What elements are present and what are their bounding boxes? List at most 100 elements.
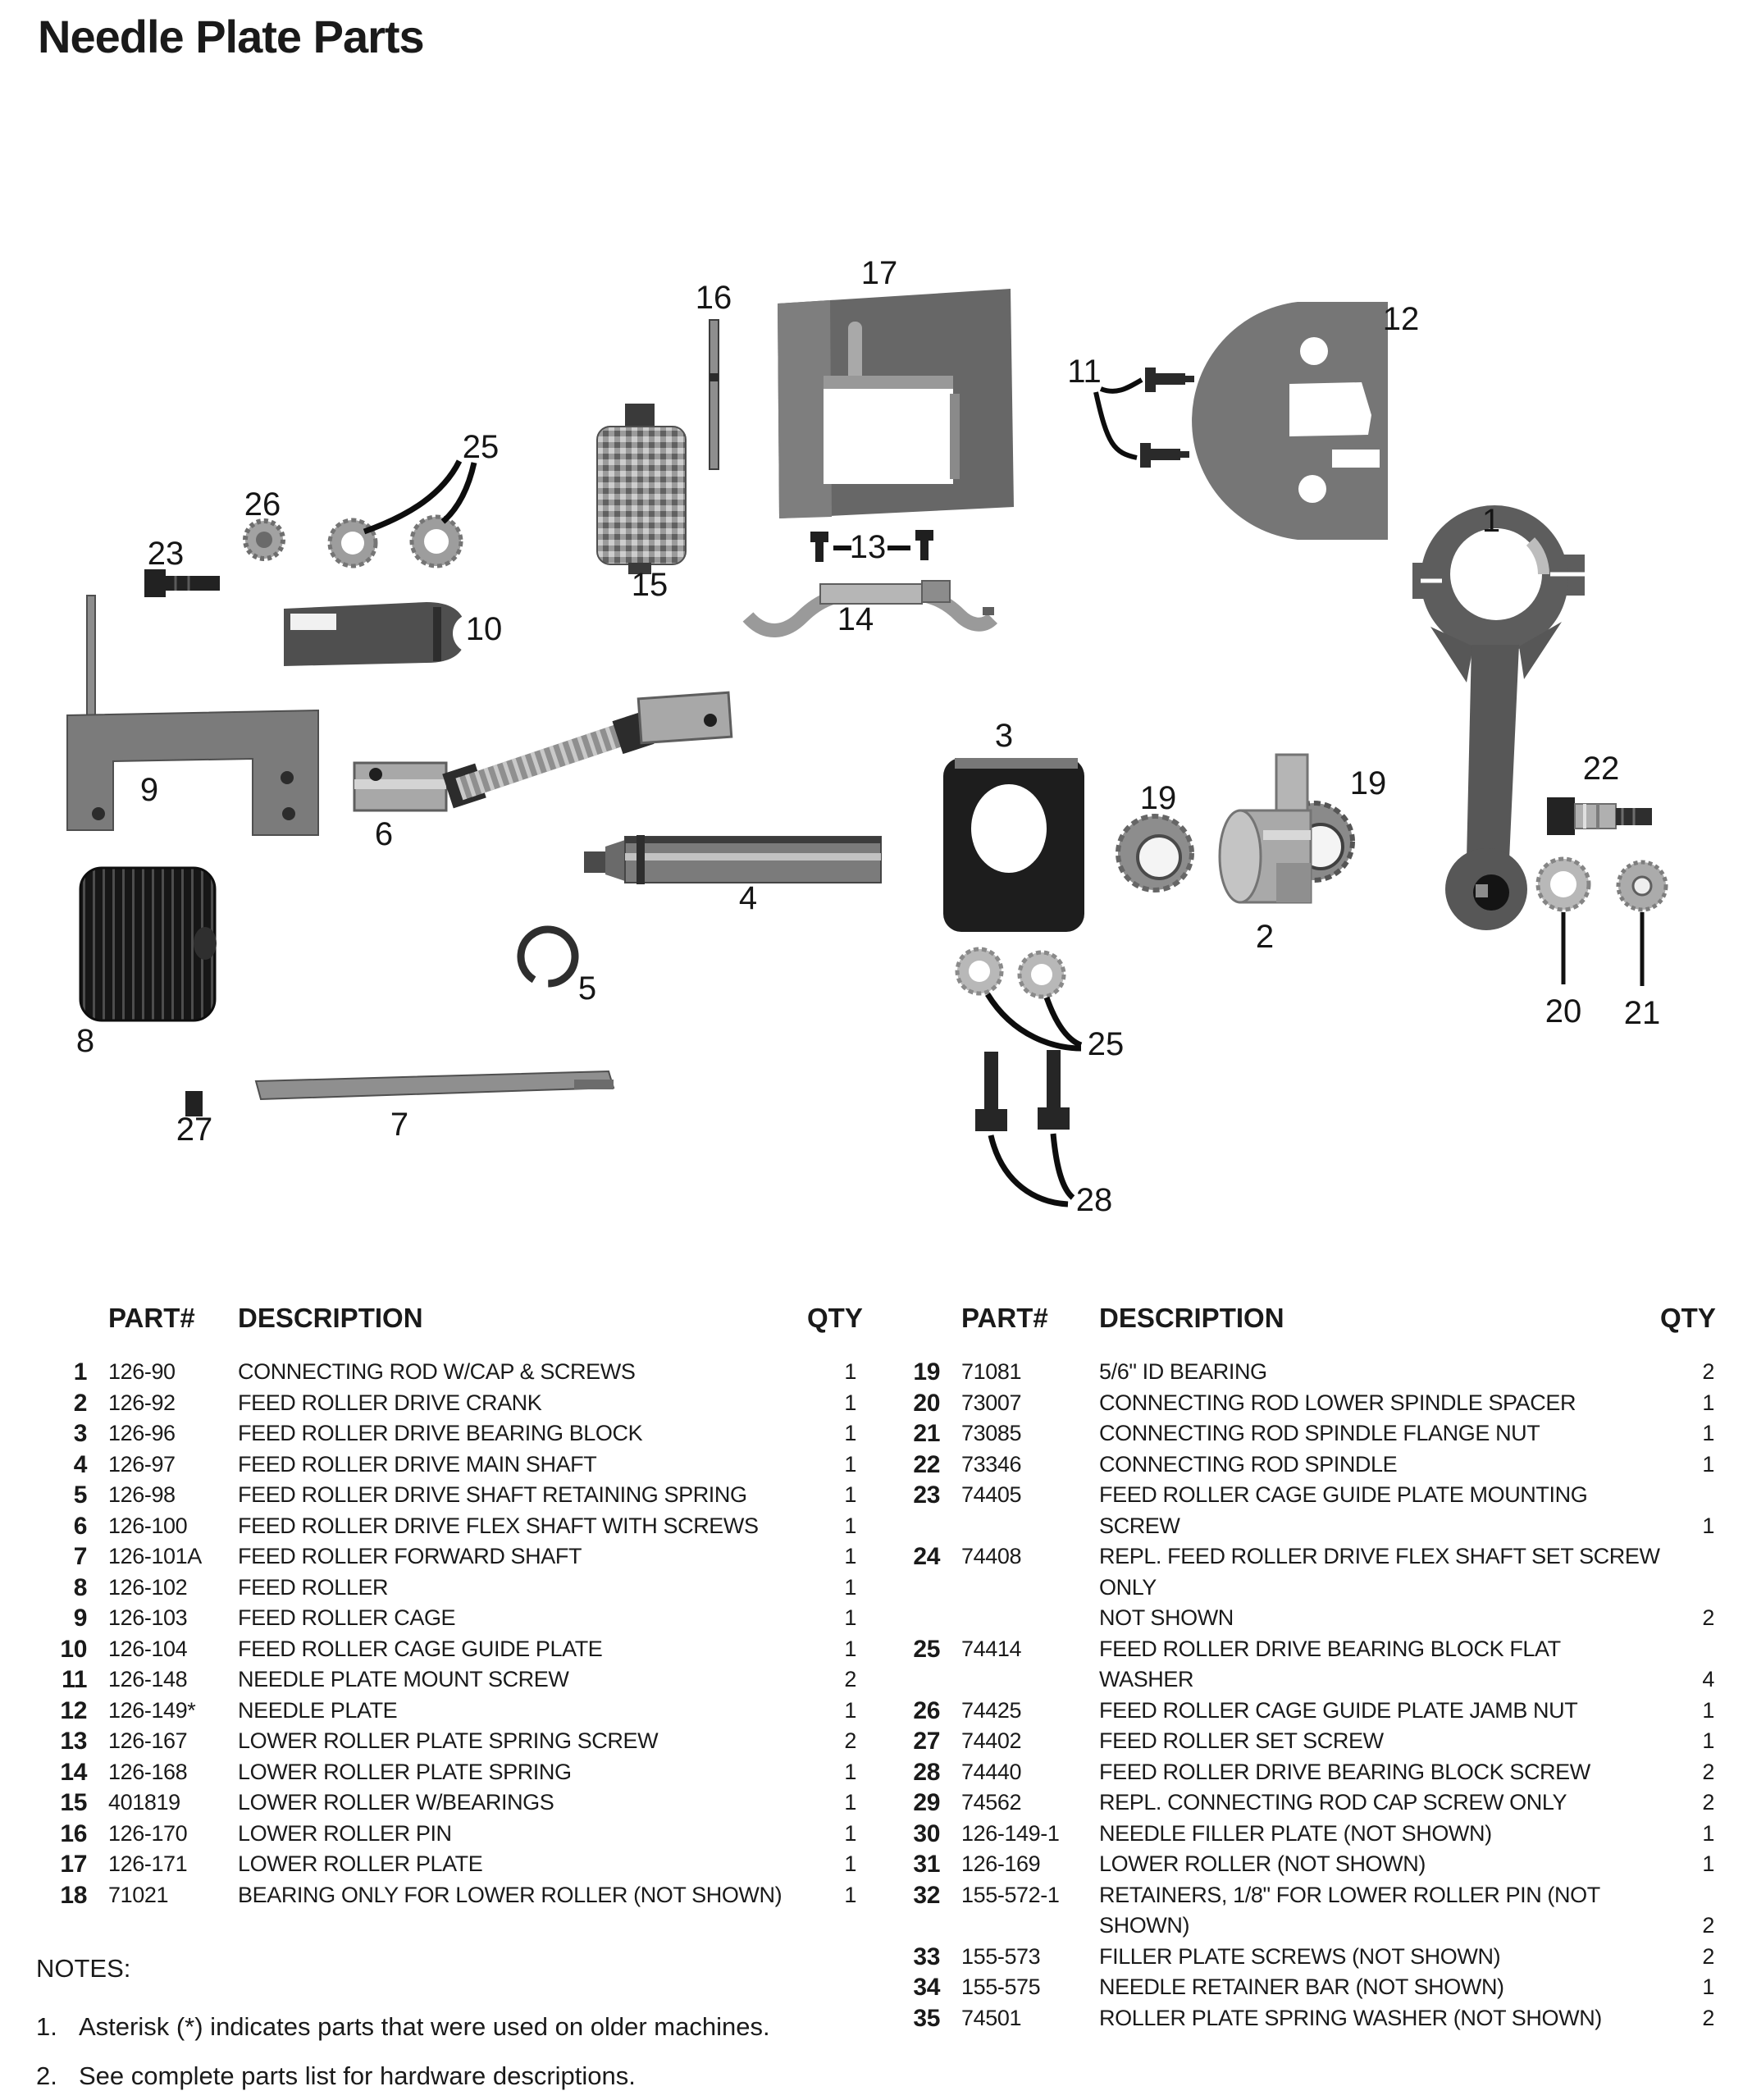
- cell-desc: NEEDLE PLATE: [238, 1697, 398, 1723]
- cell-num: 21: [913, 1420, 940, 1447]
- callout-label-9: 9: [140, 772, 158, 808]
- callout-label-26: 26: [244, 486, 281, 523]
- cell-desc: FEED ROLLER DRIVE MAIN SHAFT: [238, 1451, 597, 1477]
- cell-desc: NEEDLE RETAINER BAR (NOT SHOWN): [1099, 1974, 1504, 1999]
- part-25-flat-washers-bottom: [955, 947, 1083, 1052]
- cell-num: 7: [73, 1543, 88, 1570]
- part-26-jamb-nut: [243, 518, 285, 561]
- cell-part: 74425: [961, 1697, 1022, 1723]
- part-7-forward-shaft: [254, 1070, 615, 1101]
- callout-label-23: 23: [148, 536, 185, 572]
- cell-part: 74562: [961, 1790, 1022, 1815]
- cell-num: 28: [913, 1758, 940, 1786]
- cell-num: 23: [913, 1481, 940, 1509]
- cell-qty: 1: [844, 1421, 856, 1445]
- table-row: 29 74562 REPL. CONNECTING ROD CAP SCREW ON…: [886, 1787, 1714, 1819]
- cell-desc: REPL. FEED ROLLER DRIVE FLEX SHAFT SET S…: [1099, 1544, 1660, 1630]
- cell-desc: NEEDLE PLATE MOUNT SCREW: [238, 1667, 569, 1691]
- exploded-parts-diagram: 1234567891011121314151617191920212223252…: [66, 255, 1668, 1218]
- cell-num: 16: [60, 1819, 87, 1847]
- cell-num: 3: [73, 1420, 88, 1447]
- cell-part: 401819: [108, 1790, 180, 1815]
- cell-qty: 1: [1702, 1513, 1714, 1538]
- part-12-needle-plate: [1192, 302, 1388, 540]
- callout-label-19: 19: [1140, 780, 1177, 816]
- cell-part: 126-149*: [108, 1697, 196, 1723]
- cell-desc: FEED ROLLER CAGE GUIDE PLATE: [238, 1636, 603, 1661]
- callout-label-14: 14: [837, 601, 874, 637]
- cell-part: 126-171: [108, 1851, 188, 1876]
- note-number: 2.: [36, 2061, 57, 2090]
- callout-label-20: 20: [1545, 993, 1582, 1029]
- cell-num: 27: [913, 1728, 940, 1755]
- callout-label-21: 21: [1624, 995, 1661, 1031]
- part-3-bearing-block: [943, 758, 1084, 932]
- cell-qty: 2: [844, 1728, 856, 1753]
- cell-num: 9: [73, 1605, 88, 1632]
- cell-qty: 2: [1702, 1759, 1714, 1784]
- cell-num: 15: [60, 1789, 87, 1816]
- cell-part: 73085: [961, 1421, 1022, 1445]
- cell-desc: FEED ROLLER DRIVE BEARING BLOCK: [238, 1421, 643, 1445]
- callout-label-1: 1: [1482, 503, 1500, 539]
- part-17-lower-roller-plate: [778, 289, 1014, 518]
- cell-qty: 2: [1702, 1605, 1714, 1630]
- callout-label-25: 25: [1088, 1026, 1125, 1062]
- cell-num: 31: [913, 1851, 940, 1878]
- right-table-header: PART# DESCRIPTION QTY: [886, 1303, 1716, 1357]
- cell-part: 126-100: [108, 1513, 188, 1538]
- cell-desc: CONNECTING ROD SPINDLE: [1099, 1451, 1398, 1477]
- note-number: 1.: [36, 2012, 57, 2041]
- cell-desc: REPL. CONNECTING ROD CAP SCREW ONLY: [1099, 1790, 1567, 1815]
- cell-part: 73346: [961, 1451, 1022, 1477]
- callout-label-7: 7: [390, 1107, 408, 1143]
- callout-label-2: 2: [1256, 919, 1274, 955]
- cell-part: 126-101A: [108, 1544, 202, 1568]
- item-col-header: [36, 1303, 108, 1357]
- cell-desc: FEED ROLLER DRIVE CRANK: [238, 1390, 542, 1415]
- part-5-retaining-spring: [517, 925, 579, 988]
- part-2-drive-crank: [1218, 753, 1312, 904]
- cell-qty: 1: [844, 1451, 856, 1477]
- cell-qty: 2: [1702, 1913, 1714, 1938]
- part-8-feed-roller: [79, 866, 217, 1022]
- cell-desc: FILLER PLATE SCREWS (NOT SHOWN): [1099, 1943, 1501, 1969]
- callout-label-17: 17: [861, 255, 898, 291]
- item-col-header: [886, 1303, 961, 1357]
- part-28-block-screws: [975, 1050, 1075, 1208]
- part-23-mounting-screw: [144, 569, 220, 597]
- page-title: Needle Plate Parts: [38, 11, 425, 62]
- cell-qty: 1: [1702, 1820, 1714, 1846]
- cell-desc: FEED ROLLER: [238, 1574, 389, 1600]
- cell-qty: 1: [1702, 1451, 1714, 1477]
- cell-num: 29: [913, 1789, 940, 1816]
- part-col-header: PART#: [108, 1303, 195, 1333]
- callout-label-27: 27: [176, 1112, 213, 1148]
- cell-num: 35: [913, 2004, 940, 2032]
- cell-desc: NEEDLE FILLER PLATE (NOT SHOWN): [1099, 1820, 1492, 1846]
- cell-num: 5: [73, 1481, 88, 1509]
- qty-col-header: QTY: [807, 1303, 863, 1333]
- cell-num: 26: [913, 1696, 940, 1724]
- cell-desc: ROLLER PLATE SPRING WASHER (NOT SHOWN): [1099, 2005, 1602, 2030]
- cell-qty: 1: [1702, 1390, 1714, 1415]
- cell-num: 2: [73, 1389, 88, 1417]
- cell-num: 10: [60, 1635, 87, 1663]
- cell-qty: 1: [844, 1636, 856, 1661]
- cell-desc: BEARING ONLY FOR LOWER ROLLER (NOT SHOWN…: [238, 1882, 783, 1907]
